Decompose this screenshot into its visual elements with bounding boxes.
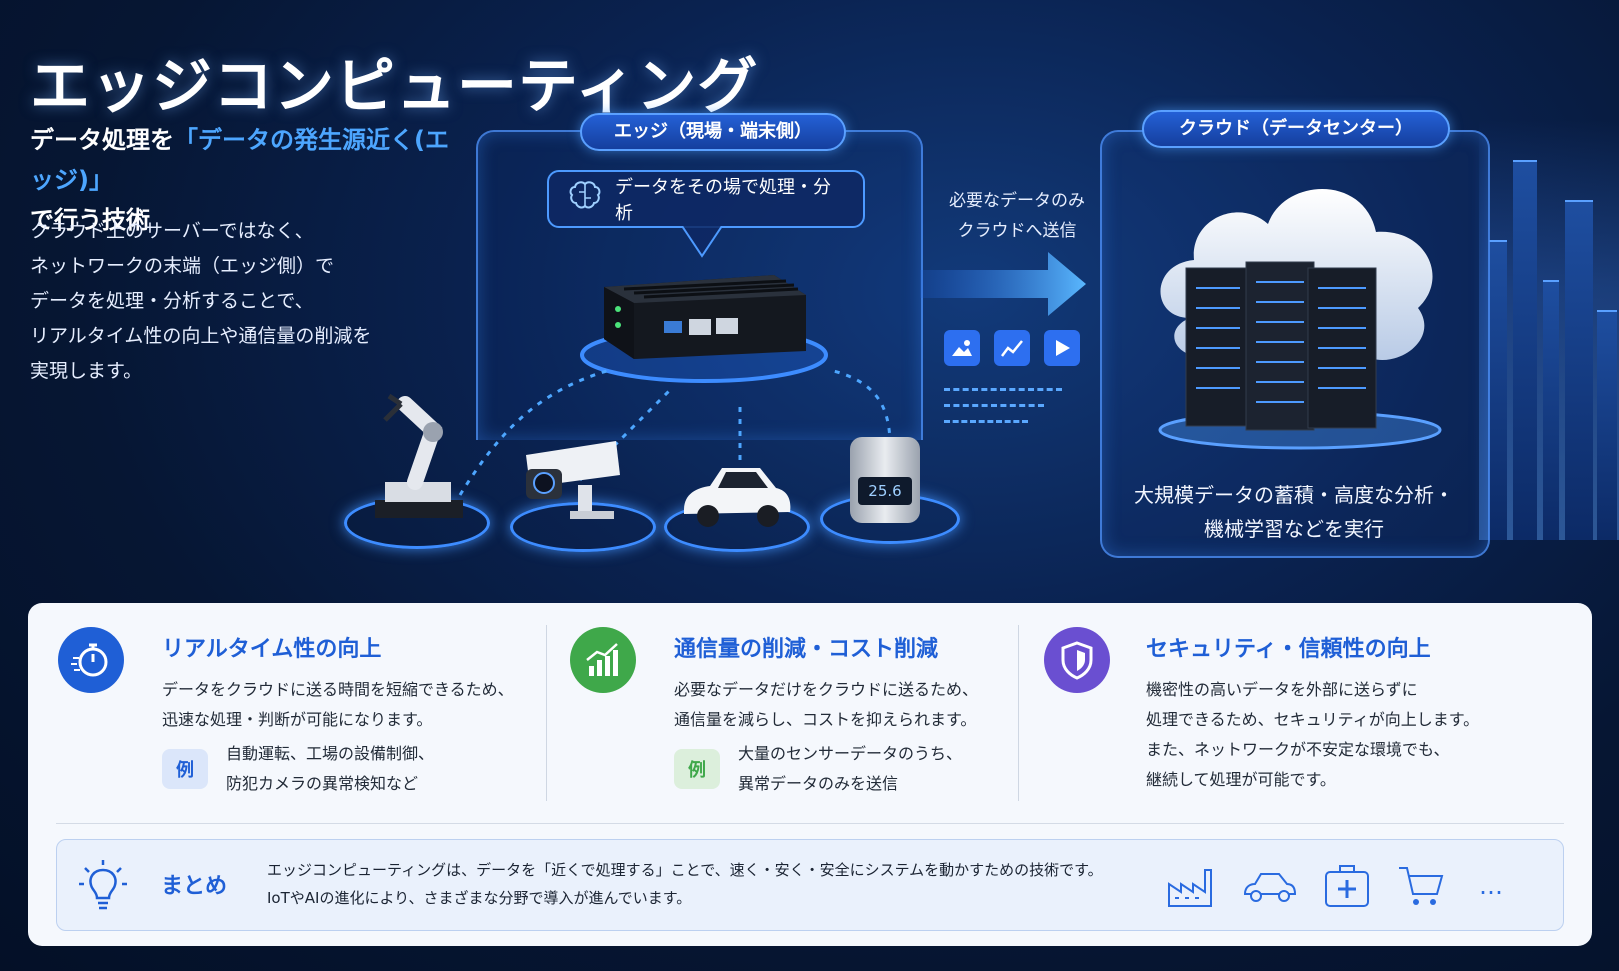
robot-arm-icon: [375, 393, 463, 518]
growth-chart-icon: [570, 627, 636, 693]
cloud-caption: 大規模データの蓄積・高度な分析・機械学習などを実行: [1134, 483, 1454, 541]
feature-title: 通信量の削減・コスト削減: [674, 637, 939, 662]
summary-text: エッジコンピューティングは、データを「近くで処理する」ことで、速く・安く・安全に…: [267, 861, 1103, 907]
data-stream-line: [944, 420, 1028, 423]
data-type-icons: [944, 330, 1080, 366]
edge-gateway-device: [580, 275, 828, 383]
device-data-flows: [458, 368, 892, 496]
medical-icon: [1325, 865, 1369, 907]
cloud-datacenter-icon: [1158, 188, 1442, 450]
feature-security: セキュリティ・信頼性の向上 機密性の高いデータを外部に送らずに処理できるため、セ…: [1042, 623, 1562, 808]
summary-box: まとめ エッジコンピューティングは、データを「近くで処理する」ことで、速く・安く…: [56, 839, 1564, 931]
example-badge: 例: [674, 749, 720, 789]
shield-icon: [1044, 627, 1110, 693]
description: クラウド上のサーバーではなく、 ネットワークの末端（エッジ側）で データを処理・…: [30, 220, 372, 382]
application-icons: …: [1165, 862, 1503, 910]
feature-body: 機密性の高いデータを外部に送らずに処理できるため、セキュリティが向上します。また…: [1146, 680, 1480, 789]
page-title: エッジコンピューティング: [30, 52, 759, 122]
transfer-arrow: [920, 252, 1086, 316]
car-icon: [684, 468, 791, 527]
city-skyline: [1479, 120, 1619, 540]
factory-icon: [1168, 869, 1212, 907]
edge-label: エッジ（現場・端末側）: [580, 113, 846, 151]
cloud-label: クラウド（データセンター）: [1142, 110, 1450, 148]
transfer-label: 必要なデータのみクラウドへ送信: [949, 191, 1085, 241]
bubble-pointer: [681, 226, 723, 258]
edge-bubble: データをその場で処理・分析: [547, 170, 865, 228]
divider: [56, 823, 1564, 824]
brain-icon: [567, 180, 603, 219]
feature-title: リアルタイム性の向上: [162, 637, 382, 662]
feature-body: 必要なデータだけをクラウドに送るため、通信量を減らし、コストを抑えられます。: [674, 680, 979, 729]
example-badge: 例: [162, 749, 208, 789]
sensor-device: 25.6: [850, 437, 920, 523]
lightbulb-icon: [77, 858, 129, 918]
divider: [546, 625, 547, 801]
feature-title: セキュリティ・信頼性の向上: [1146, 637, 1431, 662]
feature-cost: 通信量の削減・コスト削減 必要なデータだけをクラウドに送るため、通信量を減らし、…: [570, 623, 1010, 808]
security-camera-icon: [526, 441, 620, 519]
play-icon: [1044, 330, 1080, 366]
line-chart-icon: [994, 330, 1030, 366]
image-icon: [944, 330, 980, 366]
summary-label: まとめ: [161, 874, 228, 899]
car-outline-icon: [1243, 873, 1297, 902]
sensor-display: 25.6: [858, 477, 912, 505]
example-text: 大量のセンサーデータのうち、異常データのみを送信: [738, 744, 963, 793]
example-text: 自動運転、工場の設備制御、防犯カメラの異常検知など: [226, 744, 435, 793]
benefits-card: リアルタイム性の向上 データをクラウドに送る時間を短縮できるため、迅速な処理・判…: [28, 603, 1592, 946]
divider: [1018, 625, 1019, 801]
shopping-cart-icon: [1399, 867, 1444, 905]
data-stream-line: [944, 404, 1044, 407]
data-stream-line: [944, 388, 1062, 391]
feature-body: データをクラウドに送る時間を短縮できるため、迅速な処理・判断が可能になります。: [162, 680, 514, 729]
feature-realtime: リアルタイム性の向上 データをクラウドに送る時間を短縮できるため、迅速な処理・判…: [58, 623, 548, 808]
subtitle: データ処理を「データの発生源近く(エッジ)」 で行う技術: [30, 126, 449, 234]
stopwatch-icon: [58, 627, 124, 693]
more-icon: …: [1479, 872, 1503, 900]
